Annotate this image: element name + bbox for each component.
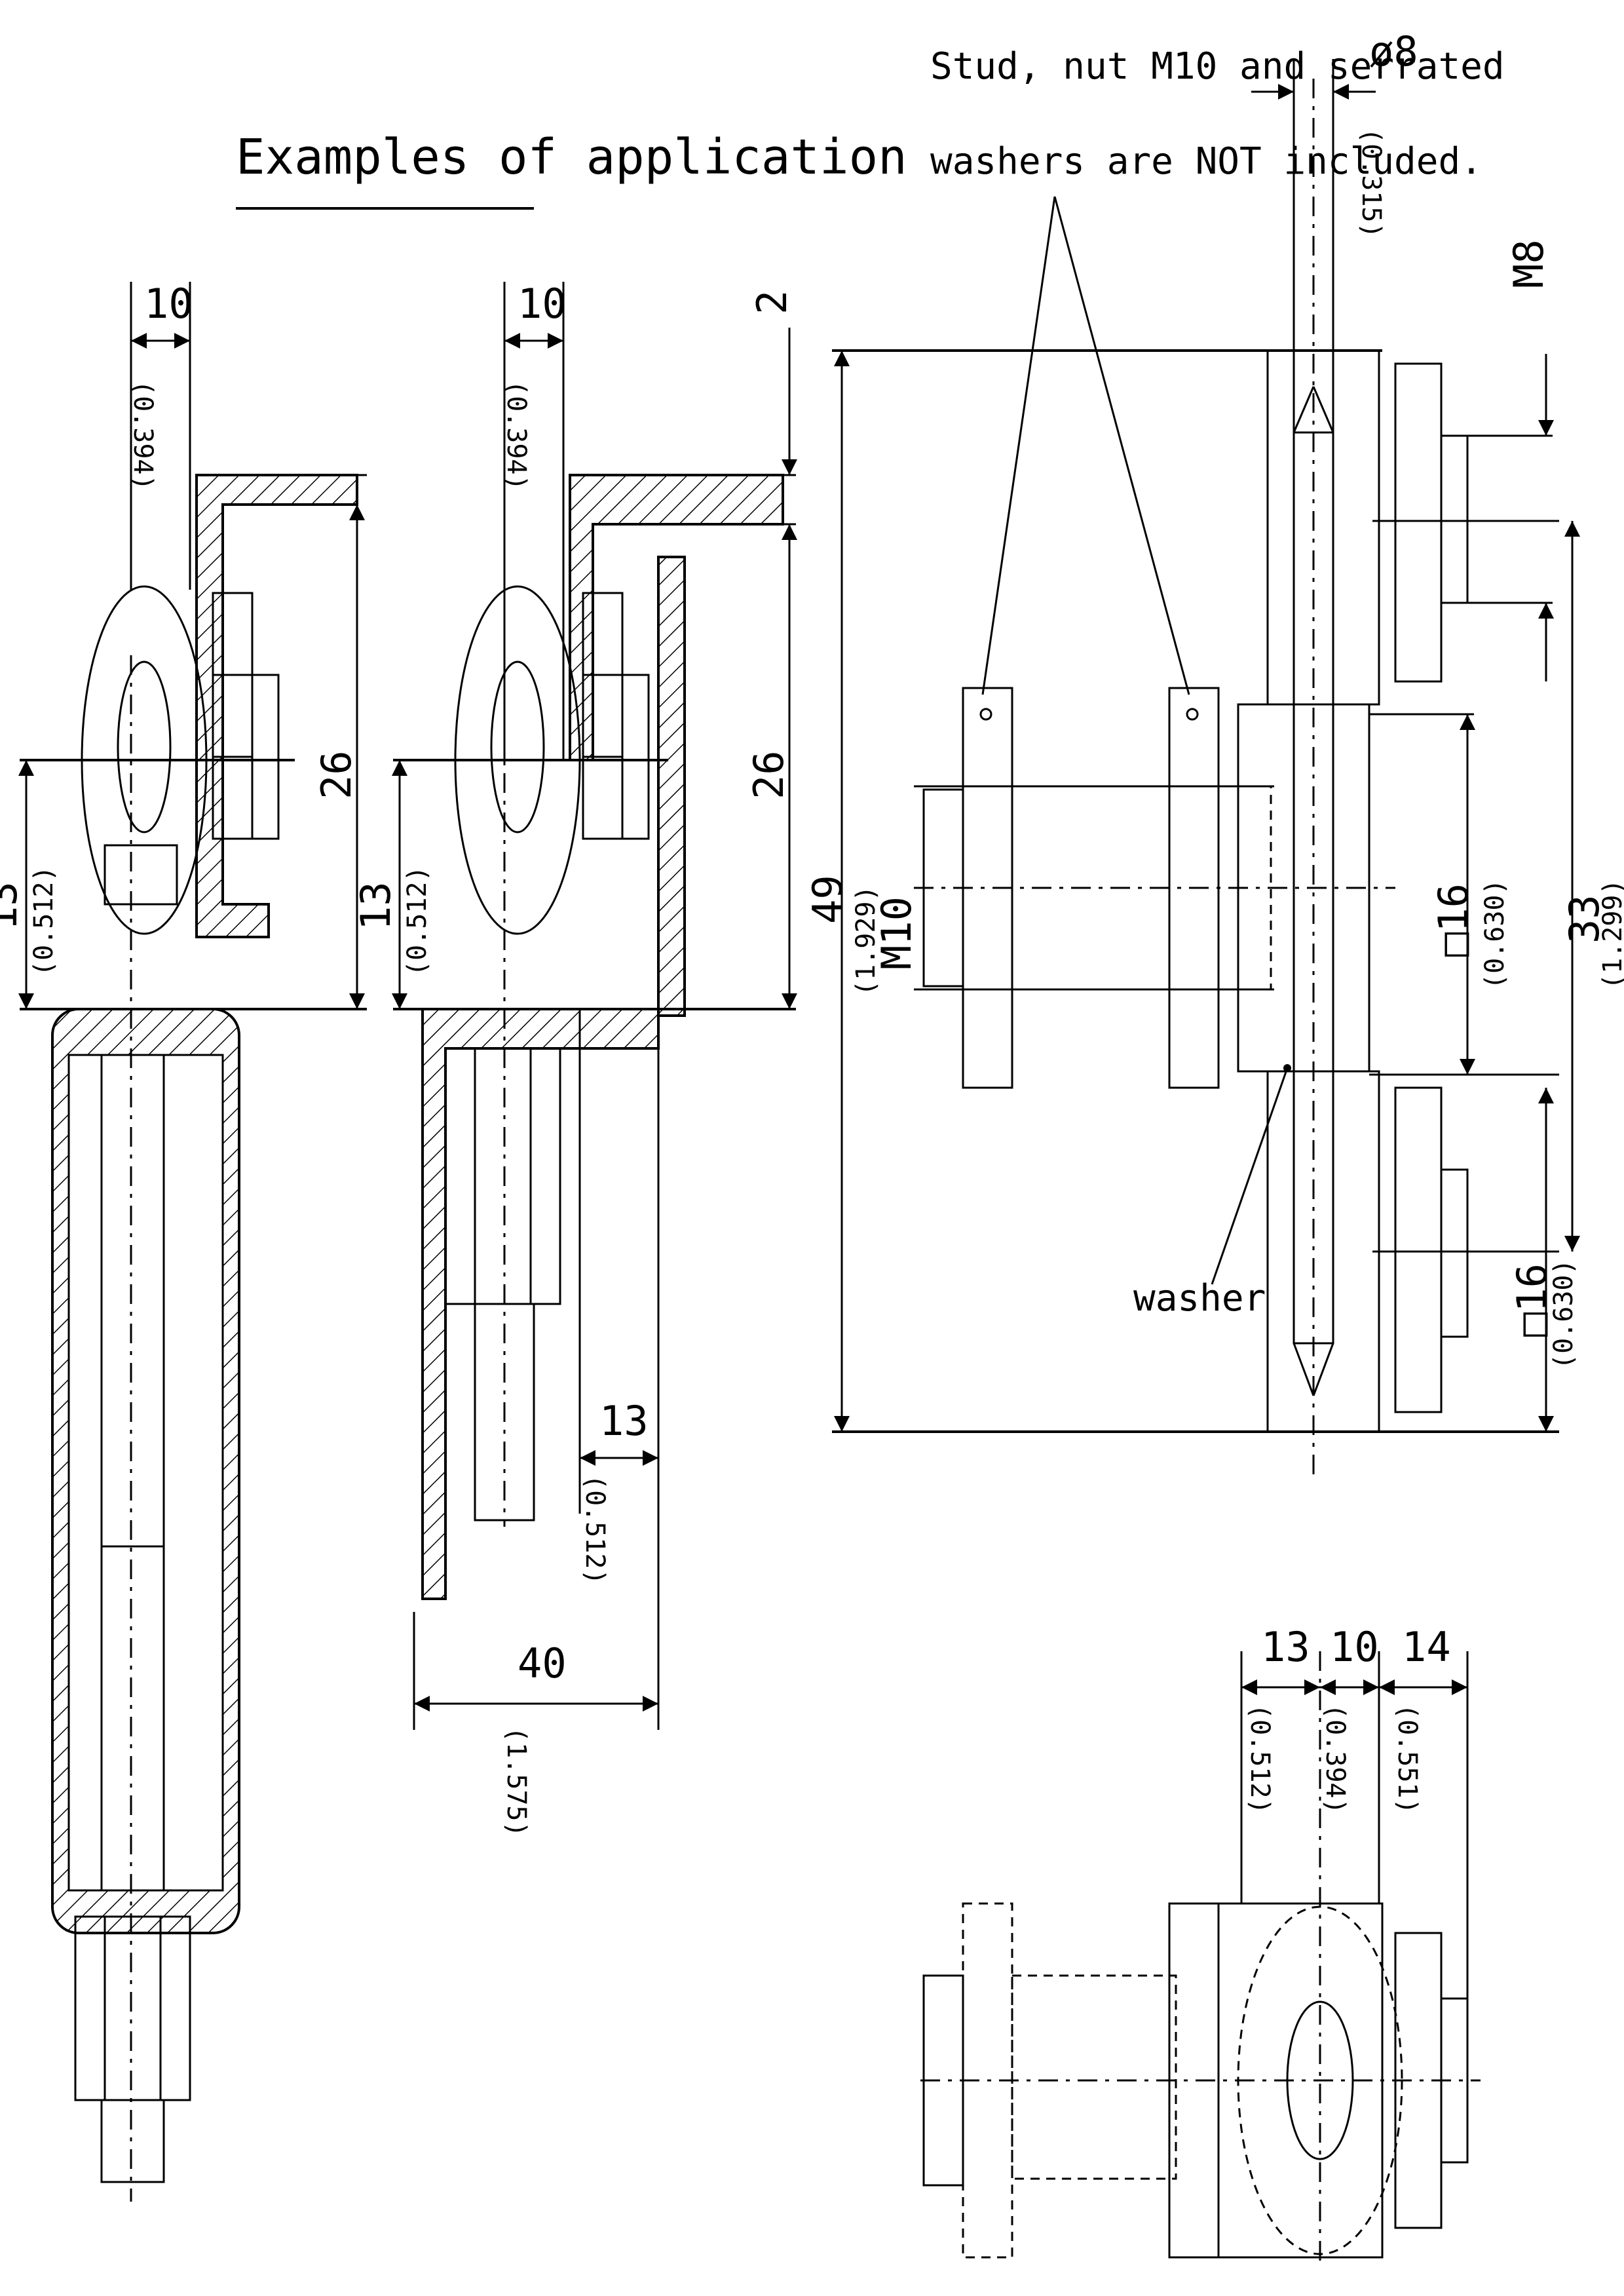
view-3: washer ø8 (0.315) M8 49 (1.929) M10 □16 … (804, 28, 1624, 1474)
drawing-title: Examples of application (236, 129, 907, 185)
v1-width-value: 10 (144, 280, 193, 328)
v2-width-inch: (0.394) (501, 380, 531, 491)
v1-height-value: 26 (312, 750, 360, 799)
v1-offset-inch: (0.512) (29, 866, 59, 976)
v4-c-value: 14 (1402, 1623, 1451, 1671)
v2-length-value: 40 (518, 1639, 567, 1687)
v2-length-inch: (1.575) (501, 1727, 531, 1837)
v2-width-value: 10 (518, 280, 567, 328)
view-4: 13 10 14 (0.512) (0.394) (0.551) (920, 1623, 1481, 2267)
v3-pitch-inch: (1.299) (1598, 879, 1624, 989)
view-2: 10 (0.394) 2 26 13 (0.512) 13 (0.512) 40… (352, 280, 797, 1837)
v3-diameter-value: ø8 (1369, 28, 1418, 75)
v2-thickness-value: 2 (748, 290, 796, 315)
view-1: 10 (0.394) 26 13 (0.512) (0, 280, 367, 2202)
v4-a-value: 13 (1261, 1623, 1310, 1671)
v3-bolt-value: M10 (873, 896, 920, 970)
v1-width-inch: (0.394) (128, 380, 158, 491)
v4-b-value: 10 (1330, 1623, 1379, 1671)
v4-c-inch: (0.551) (1392, 1704, 1422, 1814)
v2-offset-inch: (0.512) (402, 866, 432, 976)
v3-thread-value: M8 (1505, 239, 1553, 288)
v3-total-value: 49 (804, 875, 852, 924)
v3-square-upper-value: □16 (1429, 883, 1477, 957)
note-line-2: washers are NOT included. (930, 140, 1482, 183)
v1-offset-value: 13 (0, 881, 26, 930)
v4-b-inch: (0.394) (1320, 1704, 1350, 1814)
v3-square-lower-inch: (0.630) (1549, 1259, 1579, 1369)
note-block: Stud, nut M10 and serrated washers are N… (930, 45, 1505, 695)
v2-height-value: 26 (745, 750, 793, 799)
v3-square-upper-inch: (0.630) (1480, 879, 1510, 989)
v2-offset-value: 13 (352, 881, 400, 930)
note-line-1: Stud, nut M10 and serrated (930, 45, 1505, 88)
v2-gap-inch: (0.512) (580, 1474, 610, 1585)
v3-total-inch: (1.929) (851, 885, 881, 996)
v4-a-inch: (0.512) (1245, 1704, 1275, 1814)
washer-label: washer (1133, 1277, 1266, 1320)
v2-gap-value: 13 (599, 1397, 649, 1445)
v3-diameter-inch: (0.315) (1356, 128, 1386, 239)
v3-square-lower-value: □16 (1508, 1263, 1556, 1337)
v3-pitch-value: 33 (1560, 894, 1608, 944)
title-block: Examples of application (236, 129, 907, 210)
